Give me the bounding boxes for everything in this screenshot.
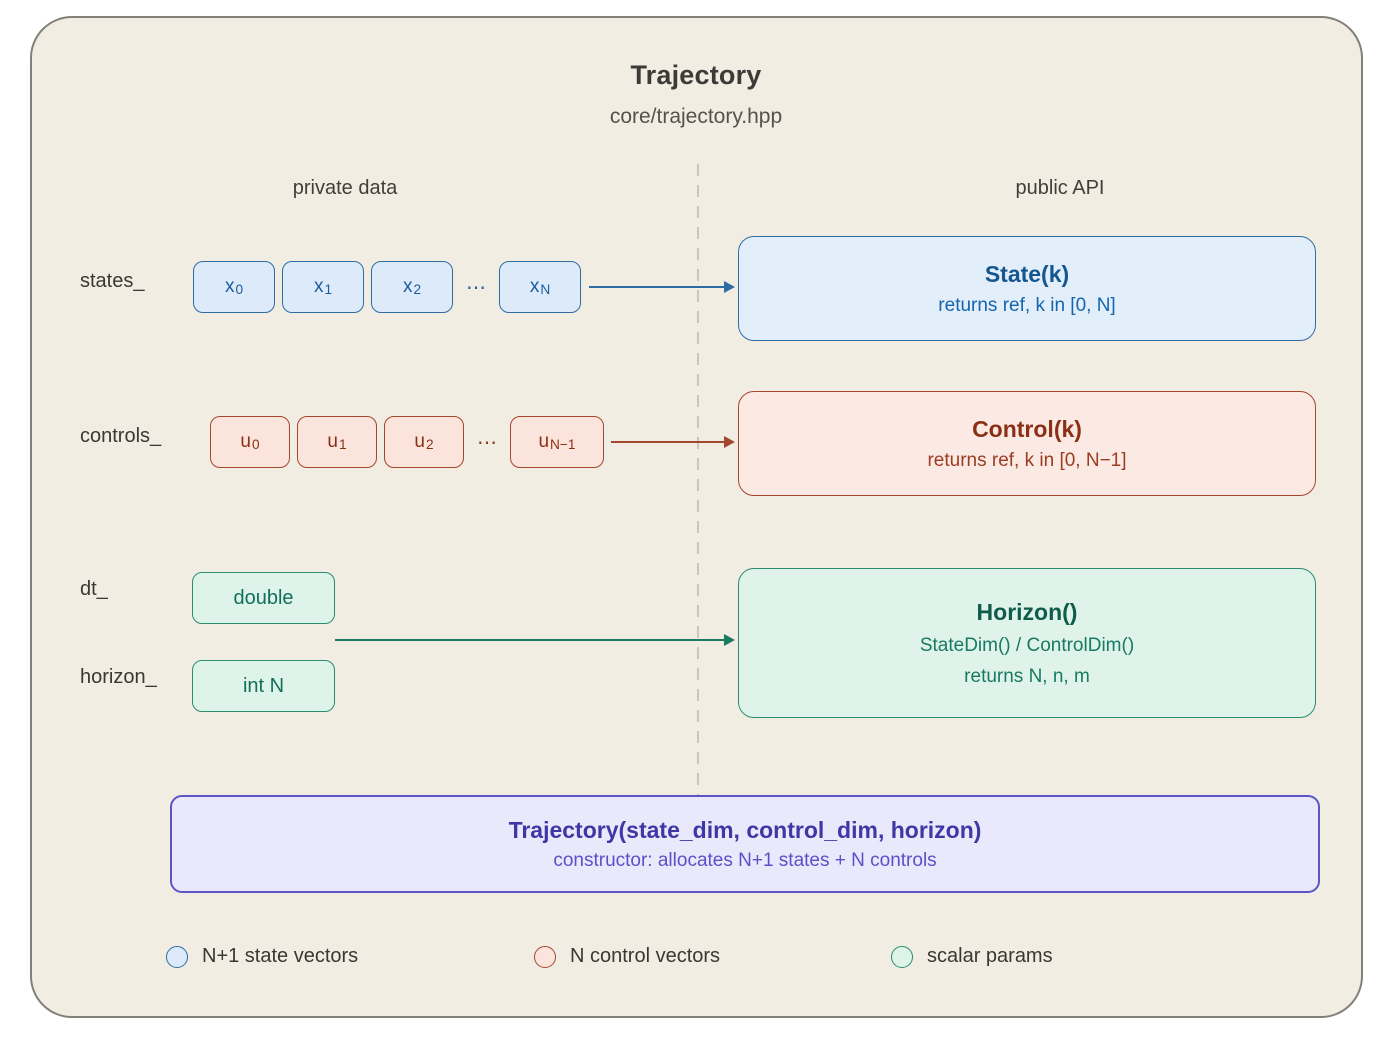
horizon-api-line2: StateDim() / ControlDim() xyxy=(919,634,1135,656)
constructor-box: Trajectory(state_dim, control_dim, horiz… xyxy=(170,795,1320,893)
control-api-desc: returns ref, k in [0, N−1] xyxy=(927,449,1127,471)
legend-item-controls: N control vectors xyxy=(534,945,720,968)
column-label-public-api: public API xyxy=(1015,177,1105,199)
horizon-field-label: horizon_ xyxy=(80,666,157,688)
dt-field-label: dt_ xyxy=(80,578,108,600)
constructor-signature: Trajectory(state_dim, control_dim, horiz… xyxy=(508,816,982,843)
states-to-state-arrow xyxy=(589,281,735,293)
control-api-box: Control(k) returns ref, k in [0, N−1] xyxy=(738,391,1316,496)
scalars-to-horizon-arrow xyxy=(335,634,735,646)
horizon-api-line3: returns N, n, m xyxy=(964,665,1090,687)
ellipsis: ⋯ xyxy=(466,276,486,299)
horizon-type-box: int N xyxy=(192,660,335,712)
column-label-private-data: private data xyxy=(292,177,398,199)
page-subtitle: core/trajectory.hpp xyxy=(609,105,783,128)
legend-label: N control vectors xyxy=(570,945,721,967)
ellipsis: ⋯ xyxy=(477,431,497,454)
controls-field-label: controls_ xyxy=(80,425,162,447)
control-legend-circle-icon xyxy=(534,945,556,968)
legend-item-scalars: scalar params xyxy=(891,945,1053,968)
page-title: Trajectory xyxy=(630,60,762,90)
legend-label: N+1 state vectors xyxy=(202,945,359,967)
state-api-box: State(k) returns ref, k in [0, N] xyxy=(738,236,1316,341)
state-api-title: State(k) xyxy=(984,260,1070,287)
legend-label: scalar params xyxy=(927,945,1053,967)
states-field-label: states_ xyxy=(80,270,145,292)
controls-to-control-arrow xyxy=(611,436,735,448)
scalar-legend-circle-icon xyxy=(891,945,913,968)
dt-type-box: double xyxy=(192,572,335,624)
dashed-divider xyxy=(697,164,699,795)
horizon-api-title: Horizon() xyxy=(976,598,1078,625)
constructor-desc: constructor: allocates N+1 states + N co… xyxy=(553,849,937,871)
legend-item-states: N+1 state vectors xyxy=(166,945,358,968)
horizon-api-box: Horizon() StateDim() / ControlDim() retu… xyxy=(738,568,1316,718)
control-api-title: Control(k) xyxy=(972,415,1082,442)
state-legend-circle-icon xyxy=(166,945,188,968)
state-api-desc: returns ref, k in [0, N] xyxy=(938,294,1116,316)
